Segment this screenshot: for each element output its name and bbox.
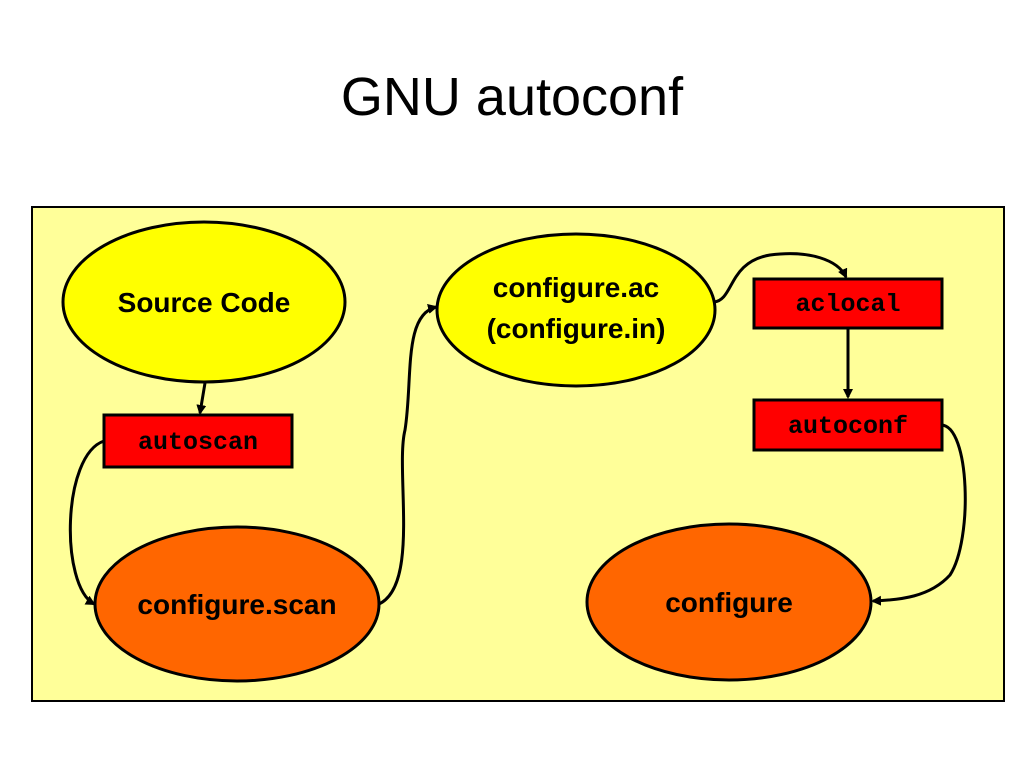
arrow-source-to-autoscan: [196, 382, 207, 415]
configure-ac-label: configure.ac: [493, 272, 659, 303]
autoconf-node: autoconf: [752, 398, 944, 452]
configure-in-label: (configure.in): [487, 313, 666, 344]
autoscan-node: autoscan: [102, 413, 294, 469]
configure-scan-node: configure.scan: [93, 525, 381, 683]
arrow-configure-ac-to-aclocal: [713, 252, 848, 304]
configure-scan-label: configure.scan: [137, 589, 336, 620]
arrow-autoconf-to-configure: [871, 423, 967, 606]
slide-title: GNU autoconf: [340, 67, 684, 127]
aclocal-label: aclocal: [795, 290, 900, 319]
configure-label: configure: [665, 587, 793, 618]
autoscan-label: autoscan: [138, 428, 258, 457]
source-code-node: Source Code: [61, 220, 347, 384]
configure-node: configure: [585, 522, 873, 682]
autoconf-label: autoconf: [788, 412, 908, 441]
aclocal-node: aclocal: [752, 277, 944, 330]
source-code-label: Source Code: [118, 287, 291, 318]
arrow-configure-scan-to-configure-ac: [378, 304, 438, 606]
arrow-autoscan-to-configure-scan: [68, 439, 105, 606]
configure-ac-node: configure.ac (configure.in): [435, 232, 717, 388]
